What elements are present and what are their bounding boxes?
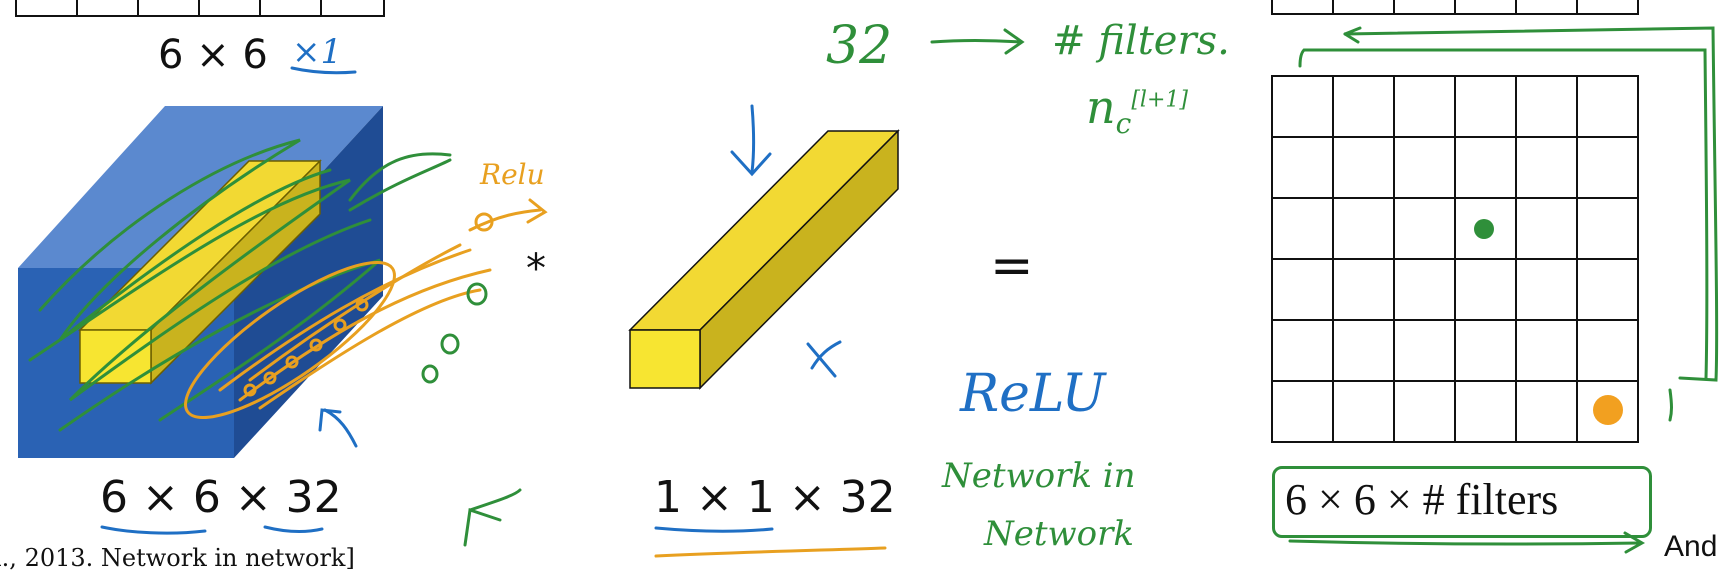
equals-operator: =: [990, 236, 1034, 296]
filters-annotation: # filters.: [1052, 18, 1230, 64]
blue-filter-arrow: [730, 104, 842, 378]
network-in-annotation: Network in: [942, 456, 1136, 496]
num-filters-annotation: 32: [826, 16, 893, 76]
citation-text: l., 2013. Network in network]: [0, 544, 355, 572]
cube-side-face: [234, 106, 383, 458]
filter-dims-label: 1 × 1 × 32: [654, 472, 896, 523]
green-markers: [421, 282, 522, 547]
green-scribbles: [28, 138, 452, 432]
network-annotation: Network: [984, 514, 1134, 554]
output-dims-label: 6 × 6 × # filters: [1285, 475, 1559, 524]
nc-annotation: nc[l+1]: [1086, 80, 1188, 140]
underlines: [100, 66, 887, 558]
nc-symbol: n: [1086, 80, 1116, 134]
orange-channel-scribbles: [184, 198, 548, 420]
input-volume-label: 6 × 6 × 32: [100, 472, 342, 523]
star-operator: *: [526, 246, 546, 292]
top-dims-suffix: ×1: [292, 32, 343, 72]
nc-sub: c: [1115, 107, 1132, 141]
green-arrow-filters: [930, 28, 1025, 55]
green-bracket-arrow: [1288, 26, 1719, 554]
filter-bar: [628, 129, 900, 390]
top-partial-matrix: [15, 0, 385, 17]
top-dims-label: 6 × 6: [158, 32, 268, 78]
green-output-dot: [1474, 219, 1494, 239]
orange-output-dot: [1593, 395, 1623, 425]
relu-big-annotation: ReLU: [960, 364, 1106, 424]
next-word-text: And: [1664, 530, 1718, 563]
top-partial-output-grid: [1271, 0, 1639, 15]
nc-sup: [l+1]: [1131, 87, 1188, 113]
output-grid: [1271, 75, 1639, 443]
blue-arrow-cube: [318, 408, 358, 448]
relu-small-annotation: Relu: [480, 158, 545, 191]
output-label-box: [1272, 466, 1652, 538]
